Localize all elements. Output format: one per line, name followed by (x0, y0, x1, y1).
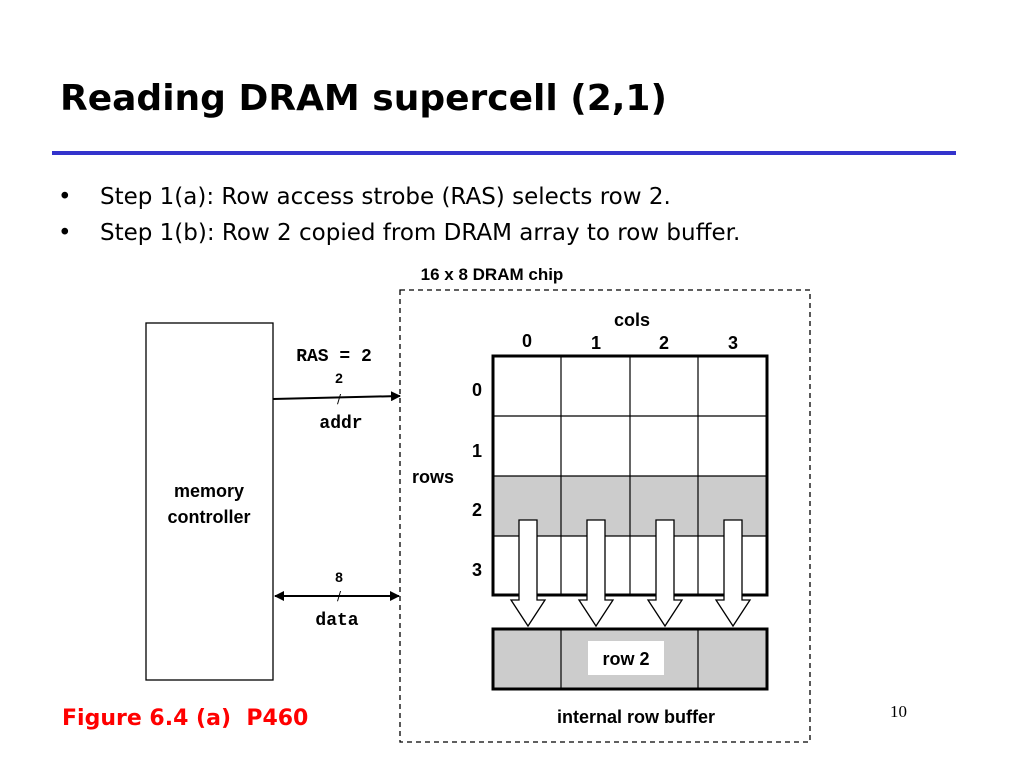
row-index-1: 1 (472, 441, 482, 461)
memory-controller-box (145, 322, 274, 681)
controller-label-line2: controller (167, 507, 250, 527)
slide-title: Reading DRAM supercell (2,1) (60, 78, 667, 119)
figure-caption: Figure 6.4 (a) P460 (62, 706, 309, 731)
page-number: 10 (890, 702, 907, 721)
row-buffer-border (491, 627, 769, 691)
row-index-0: 0 (472, 380, 482, 400)
title-divider (52, 151, 956, 155)
row-index-2: 2 (472, 500, 482, 520)
addr-bus-arrow (272, 391, 401, 402)
copy-arrow-col-0 (509, 519, 547, 628)
row-buffer-label: internal row buffer (557, 707, 715, 727)
col-index-1: 1 (591, 333, 601, 353)
bullet-list: • Step 1(a): Row access strobe (RAS) sele… (58, 184, 740, 256)
col-index-0: 0 (522, 331, 532, 351)
cols-label: cols (614, 310, 650, 330)
ras-label: RAS = 2 (296, 347, 372, 367)
chip-label: 16 x 8 DRAM chip (421, 265, 564, 284)
data-label: data (315, 611, 358, 631)
controller-label-line1: memory (174, 481, 244, 501)
row-buffer-content: row 2 (602, 649, 649, 669)
row-index-3: 3 (472, 560, 482, 580)
addr-bus-width: 2 (335, 370, 343, 386)
bullet-marker: • (58, 220, 72, 246)
dram-chip-border (399, 289, 811, 743)
rows-label: rows (412, 467, 454, 487)
row-buffer-content-box (588, 641, 664, 675)
copy-arrow-col-1 (577, 519, 615, 628)
col-index-3: 3 (728, 333, 738, 353)
row-buffer: row 2 (491, 627, 769, 691)
addr-label: addr (319, 414, 362, 434)
bullet-text: Step 1(a): Row access strobe (RAS) selec… (100, 184, 671, 210)
bullet-text: Step 1(b): Row 2 copied from DRAM array … (100, 220, 741, 246)
col-index-2: 2 (659, 333, 669, 353)
copy-arrow-col-3 (714, 519, 752, 628)
addr-bus-slash: / (337, 392, 342, 406)
dram-array (491, 354, 769, 597)
copy-arrow-col-2 (646, 519, 684, 628)
bullet-item: • Step 1(b): Row 2 copied from DRAM array… (58, 220, 740, 256)
data-bus-width: 8 (335, 569, 343, 585)
bullet-item: • Step 1(a): Row access strobe (RAS) sele… (58, 184, 740, 220)
bullet-marker: • (58, 184, 72, 210)
